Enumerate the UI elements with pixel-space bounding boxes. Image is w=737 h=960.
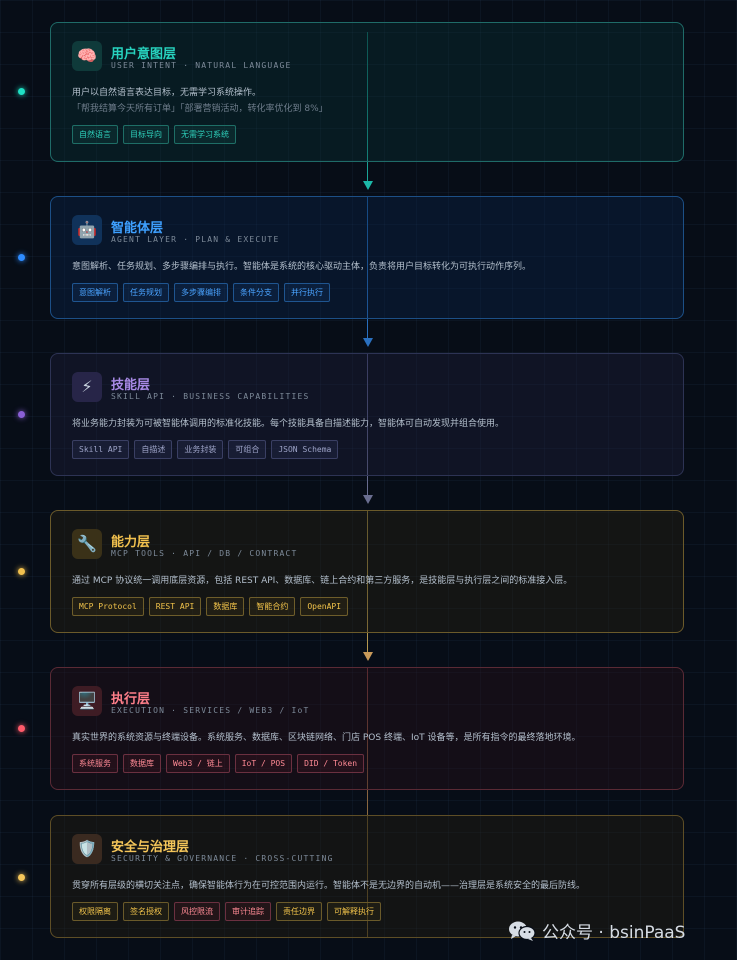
- timeline-dot-6: [18, 874, 25, 881]
- layer-subtitle: EXECUTION · SERVICES / WEB3 / IoT: [111, 706, 310, 715]
- tag-list: Skill API 自描述 业务封装 可组合 JSON Schema: [72, 440, 339, 459]
- tag: 智能合约: [249, 597, 296, 616]
- flow-arrow-4: [363, 652, 373, 661]
- tag: OpenAPI: [300, 597, 349, 616]
- tag: IoT / POS: [234, 754, 293, 773]
- tag: 目标导向: [123, 125, 169, 144]
- tag: REST API: [148, 597, 202, 616]
- robot-icon: 🤖: [72, 215, 102, 245]
- flow-arrow-3: [363, 495, 373, 504]
- tag: 任务规划: [123, 283, 169, 302]
- flow-line-3: [367, 353, 368, 495]
- tag: 并行执行: [284, 283, 330, 302]
- layer-description: 通过 MCP 协议统一调用底层资源，包括 REST API、数据库、链上合约和第…: [72, 576, 573, 586]
- flow-arrow-2: [363, 338, 373, 347]
- tag: 数据库: [206, 597, 245, 616]
- flow-line-6: [367, 815, 368, 937]
- flow-line-2: [367, 196, 368, 339]
- layer-title: 用户意图层: [111, 47, 177, 62]
- layer-title: 技能层: [111, 378, 151, 393]
- flow-arrow-1: [363, 181, 373, 190]
- tag: 可组合: [228, 440, 267, 459]
- lightning-icon: ⚡: [72, 372, 102, 402]
- tag-list: 权限隔离 签名授权 风控限流 审计追踪 责任边界 可解释执行: [72, 902, 381, 921]
- layer-description: 将业务能力封装为可被智能体调用的标准化技能。每个技能具备自描述能力，智能体可自动…: [72, 419, 505, 429]
- layer-example-quote: 「帮我结算今天所有订单」「部署营销活动，转化率优化到 8%」: [72, 104, 328, 114]
- tag: 业务封装: [177, 440, 224, 459]
- layer-subtitle: AGENT LAYER · PLAN & EXECUTE: [111, 235, 280, 244]
- timeline-dot-5: [18, 725, 25, 732]
- tag: 多步骤编排: [174, 283, 228, 302]
- layer-card-user-intent: 🧠 用户意图层 USER INTENT · NATURAL LANGUAGE 用…: [50, 22, 684, 162]
- watermark-text: 公众号 · bsinPaaS: [542, 923, 686, 943]
- tag: 数据库: [123, 754, 161, 773]
- watermark: 公众号 · bsinPaaS: [508, 918, 685, 943]
- tag: 条件分支: [233, 283, 279, 302]
- layer-description: 意图解析、任务规划、多步骤编排与执行。智能体是系统的核心驱动主体，负责将用户目标…: [72, 262, 532, 272]
- timeline-dot-2: [18, 254, 25, 261]
- tag: 意图解析: [72, 283, 118, 302]
- timeline-dot-1: [18, 88, 25, 95]
- tag-list: 系统服务 数据库 Web3 / 链上 IoT / POS DID / Token: [72, 754, 365, 773]
- tag: 自然语言: [72, 125, 118, 144]
- layer-description: 用户以自然语言表达目标，无需学习系统操作。: [72, 88, 262, 98]
- layer-card-execution: 🖥️ 执行层 EXECUTION · SERVICES / WEB3 / IoT…: [50, 667, 684, 790]
- layer-card-capability: 🔧 能力层 MCP TOOLS · API / DB / CONTRACT 通过…: [50, 510, 684, 633]
- tag: Web3 / 链上: [166, 754, 230, 773]
- shield-icon: 🛡️: [72, 834, 102, 864]
- flow-line-4: [367, 510, 368, 652]
- layer-title: 智能体层: [111, 221, 164, 236]
- timeline-dot-3: [18, 411, 25, 418]
- tag-list: MCP Protocol REST API 数据库 智能合约 OpenAPI: [72, 597, 349, 616]
- tag: Skill API: [72, 440, 130, 459]
- layer-card-agent: 🤖 智能体层 AGENT LAYER · PLAN & EXECUTE 意图解析…: [50, 196, 684, 319]
- layer-title: 能力层: [111, 535, 151, 550]
- tag: 权限隔离: [72, 902, 118, 921]
- tag-list: 意图解析 任务规划 多步骤编排 条件分支 并行执行: [72, 283, 330, 302]
- layer-subtitle: USER INTENT · NATURAL LANGUAGE: [111, 61, 292, 70]
- computer-icon: 🖥️: [72, 686, 102, 716]
- flow-line-5: [367, 667, 368, 815]
- tag: 自描述: [134, 440, 173, 459]
- tag: 审计追踪: [225, 902, 271, 921]
- tag-list: 自然语言 目标导向 无需学习系统: [72, 125, 236, 144]
- layer-card-skill: ⚡ 技能层 SKILL API · BUSINESS CAPABILITIES …: [50, 353, 684, 476]
- tag: 责任边界: [276, 902, 322, 921]
- tag: JSON Schema: [271, 440, 339, 459]
- layer-subtitle: SKILL API · BUSINESS CAPABILITIES: [111, 392, 310, 401]
- layer-title: 安全与治理层: [111, 840, 190, 855]
- wechat-icon: [508, 920, 536, 942]
- layer-description: 贯穿所有层级的横切关注点，确保智能体行为在可控范围内运行。智能体不是无边界的自动…: [72, 881, 586, 891]
- tag: DID / Token: [297, 754, 365, 773]
- layer-title: 执行层: [111, 692, 151, 707]
- tag: 系统服务: [72, 754, 118, 773]
- tag: MCP Protocol: [72, 597, 144, 616]
- layer-card-security-governance: 🛡️ 安全与治理层 SECURITY & GOVERNANCE · CROSS-…: [50, 815, 684, 938]
- wrench-icon: 🔧: [72, 529, 102, 559]
- tag: 风控限流: [174, 902, 220, 921]
- flow-line-1: [367, 32, 368, 182]
- timeline-dot-4: [18, 568, 25, 575]
- tag: 签名授权: [123, 902, 169, 921]
- layer-subtitle: SECURITY & GOVERNANCE · CROSS-CUTTING: [111, 854, 334, 863]
- tag: 可解释执行: [327, 902, 381, 921]
- tag: 无需学习系统: [174, 125, 236, 144]
- layer-description: 真实世界的系统资源与终端设备。系统服务、数据库、区块链网络、门店 POS 终端、…: [72, 733, 581, 743]
- brain-icon: 🧠: [72, 41, 102, 71]
- layer-subtitle: MCP TOOLS · API / DB / CONTRACT: [111, 549, 298, 558]
